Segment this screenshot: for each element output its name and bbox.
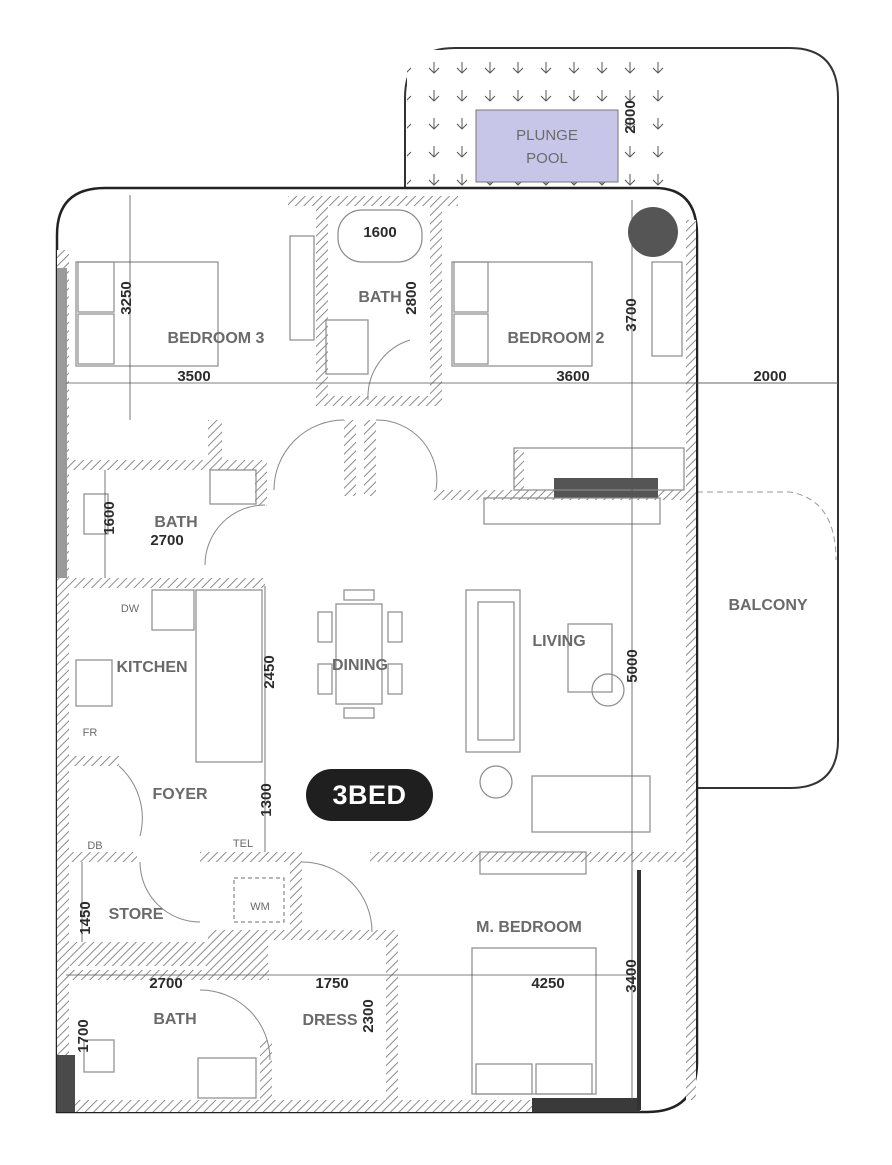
dim-bath-2700: 2700: [150, 532, 183, 549]
dim-foyer-1300: 1300: [258, 783, 275, 816]
dim-balcony-2000: 2000: [753, 368, 786, 385]
apartment-outline: [55, 186, 699, 1114]
label-bath-bottom: BATH: [153, 1011, 196, 1028]
sofa: [465, 589, 521, 753]
label-dw: DW: [121, 603, 140, 615]
dim-bath-1700: 1700: [75, 1019, 92, 1052]
dining-table: [335, 603, 383, 705]
furniture: [75, 209, 685, 1099]
label-db: DB: [87, 840, 102, 852]
label-tel: TEL: [233, 838, 253, 850]
plunge-pool-label: PLUNGE: [516, 127, 578, 144]
label-bedroom2: BEDROOM 2: [508, 330, 605, 347]
label-fr: FR: [83, 727, 98, 739]
label-dress: DRESS: [302, 1012, 357, 1029]
plunge-pool-label-2: POOL: [526, 150, 568, 167]
dim-bath-1600: 1600: [363, 224, 396, 241]
dim-dress-1750: 1750: [315, 975, 348, 992]
door-swings: [118, 339, 438, 1061]
dim-bed3-3500: 3500: [177, 368, 210, 385]
dim-bath-2800: 2800: [403, 281, 420, 314]
dimension-labels: 2000 1600 3250 2800 3700 3500 3600 2000 …: [75, 100, 787, 1052]
label-foyer: FOYER: [152, 786, 208, 803]
label-master-bedroom: M. BEDROOM: [476, 919, 582, 936]
terrace-area: PLUNGE POOL: [404, 47, 839, 789]
dim-bath-1600-left: 1600: [101, 501, 118, 534]
label-dining: DINING: [332, 657, 388, 674]
dim-store-1450: 1450: [77, 901, 94, 934]
dim-living-5000: 5000: [624, 649, 641, 682]
label-kitchen: KITCHEN: [116, 659, 187, 676]
bed-master: [471, 947, 597, 1095]
dim-bath-2700-bottom: 2700: [149, 975, 182, 992]
label-bedroom3: BEDROOM 3: [168, 330, 265, 347]
unit-type-badge: 3BED: [306, 769, 433, 821]
column: [628, 207, 678, 257]
label-balcony: BALCONY: [728, 597, 807, 614]
dim-bed2-3700: 3700: [623, 298, 640, 331]
label-wm: WM: [250, 901, 270, 913]
dim-kitchen-2450: 2450: [261, 655, 278, 688]
plunge-pool: [475, 109, 619, 183]
kitchen-island: [195, 589, 263, 763]
dim-bed2-3600: 3600: [556, 368, 589, 385]
label-living: LIVING: [532, 633, 585, 650]
fixture-labels: DW FR WM DB TEL: [83, 603, 270, 913]
dim-mbed-3400: 3400: [623, 959, 640, 992]
dim-dress-2300: 2300: [360, 999, 377, 1032]
label-bath-top: BATH: [358, 289, 401, 306]
dim-bed3-3250: 3250: [118, 281, 135, 314]
room-labels: BEDROOM 3 BATH BEDROOM 2 BATH KITCHEN DI…: [109, 289, 808, 1029]
dim-mbed-4250: 4250: [531, 975, 564, 992]
label-store: STORE: [109, 906, 164, 923]
dim-pool-2000: 2000: [622, 100, 639, 133]
dimension-lines: [66, 195, 838, 1100]
bathtub: [337, 209, 423, 263]
label-bath-left: BATH: [154, 514, 197, 531]
balcony-area: [697, 382, 838, 561]
